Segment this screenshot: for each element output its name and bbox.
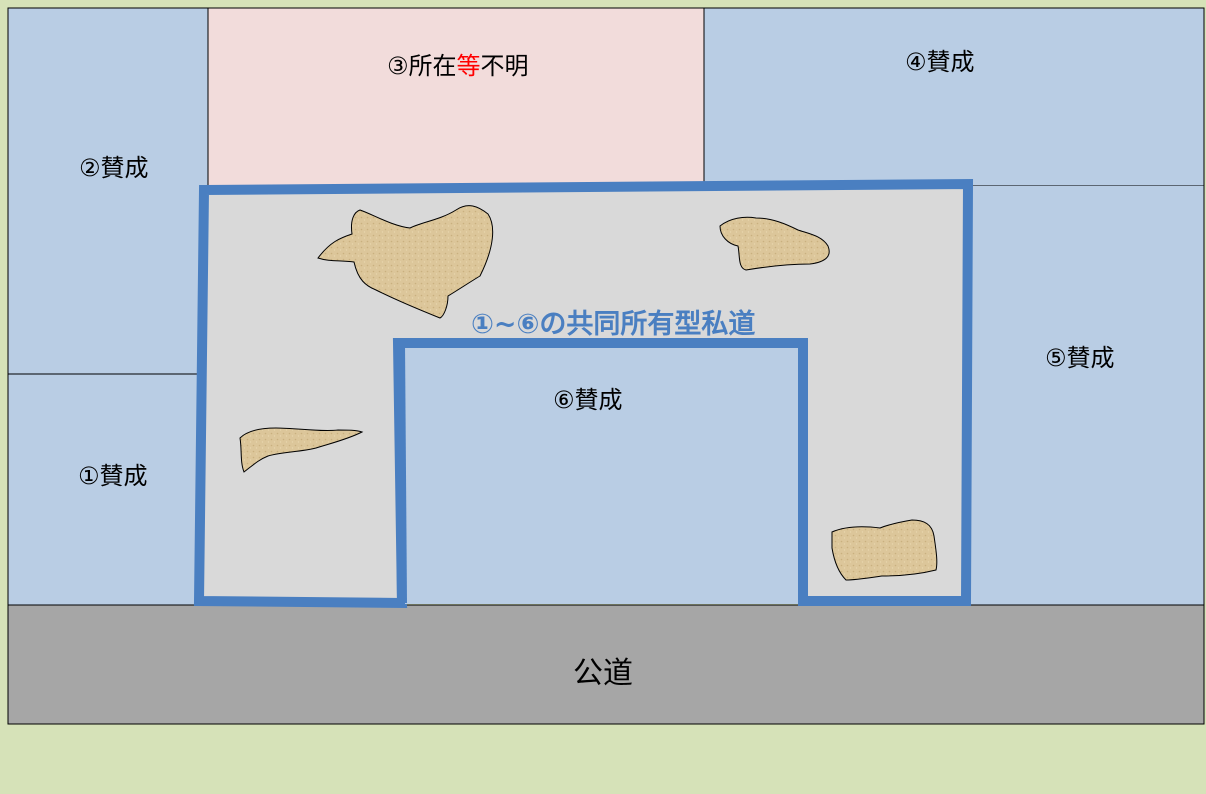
- parcel-3-label: ③所在等不明: [387, 52, 529, 80]
- public-road-label: 公道: [573, 656, 633, 691]
- parcel-3-label-highlight: 等: [456, 52, 481, 80]
- parcel-5-label: ⑤賛成: [1045, 344, 1115, 372]
- parcel-3: [207, 7, 705, 189]
- parcel-4-label: ④賛成: [905, 48, 975, 76]
- sand-patch: [317, 205, 494, 319]
- parcel-5: [968, 186, 1204, 605]
- top-background: [0, 0, 1206, 10]
- public-road: [7, 604, 1205, 725]
- sand-patch: [719, 216, 830, 271]
- sand-patch: [239, 427, 364, 473]
- parcel-2-label: ②賛成: [79, 154, 149, 182]
- bottom-background: [0, 724, 1206, 790]
- parcel-6-label: ⑥賛成: [553, 386, 623, 414]
- parcel-1-label: ①賛成: [78, 462, 148, 490]
- private-road-label: ①~⑥の共同所有型私道: [471, 309, 756, 340]
- sand-patch: [831, 519, 938, 581]
- parcel-2: [7, 7, 209, 375]
- parcel-4: [703, 7, 1205, 187]
- parcel-6: [405, 348, 798, 604]
